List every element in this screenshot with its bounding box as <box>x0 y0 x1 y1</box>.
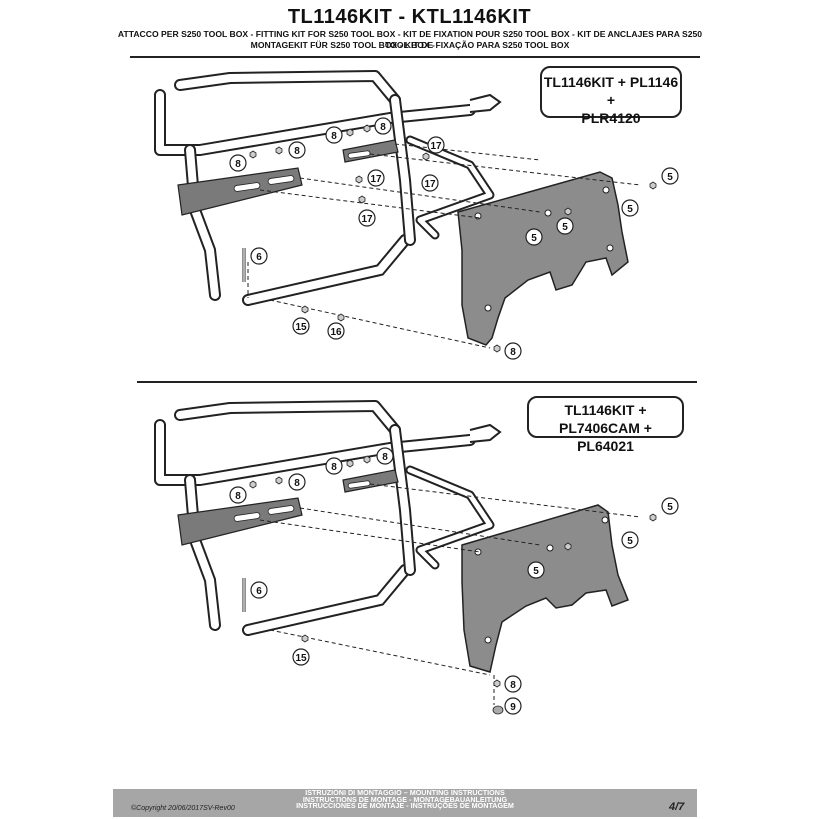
callout-8: 8 <box>504 675 522 693</box>
kit-label-bottom: TL1146KIT + PL7406CAM + PL64021 <box>527 396 684 454</box>
callout-5: 5 <box>525 228 543 246</box>
callout-17: 17 <box>358 209 376 227</box>
callout-9: 9 <box>504 697 522 715</box>
bottom-callouts: 8 8 8 8 8 5 5 5 6 15 8 9 <box>0 0 679 715</box>
svg-text:6: 6 <box>256 586 262 597</box>
footer-line-1: ISTRUZIONI DI MONTAGGIO – MOUNTING INSTR… <box>305 788 505 797</box>
svg-text:5: 5 <box>667 172 673 183</box>
svg-text:8: 8 <box>235 491 241 502</box>
callout-8: 8 <box>0 0 6 3</box>
callout-8: 8 <box>504 342 522 360</box>
top-frame <box>160 76 500 300</box>
top-callouts: 8 8 8 8 8 17 17 17 17 5 5 5 5 6 15 16 <box>229 117 679 360</box>
svg-text:15: 15 <box>295 653 307 664</box>
svg-text:8: 8 <box>331 462 337 473</box>
svg-text:6: 6 <box>256 252 262 263</box>
svg-text:5: 5 <box>627 204 633 215</box>
svg-text:8: 8 <box>294 478 300 489</box>
callout-5: 5 <box>621 531 639 549</box>
section-divider <box>137 381 697 383</box>
callout-17: 17 <box>427 136 445 154</box>
callout-8: 8 <box>376 447 394 465</box>
svg-text:5: 5 <box>667 502 673 513</box>
svg-text:17: 17 <box>424 179 436 190</box>
callout-5: 5 <box>556 217 574 235</box>
svg-text:16: 16 <box>330 327 342 338</box>
top-hardware <box>242 124 657 353</box>
callout-5: 5 <box>661 167 679 185</box>
callout-8: 8 <box>288 141 306 159</box>
callout-6: 6 <box>250 247 268 265</box>
svg-text:8: 8 <box>235 159 241 170</box>
svg-text:5: 5 <box>562 222 568 233</box>
callout-8: 8 <box>229 486 247 504</box>
kit-label-bottom-line2: PL64021 <box>577 438 634 454</box>
svg-text:5: 5 <box>533 566 539 577</box>
footer-instructions: ISTRUZIONI DI MONTAGGIO – MOUNTING INSTR… <box>113 788 697 811</box>
callout-5: 5 <box>527 561 545 579</box>
footer-line-2: INSTRUCTIONS DE MONTAGE - MONTAGEBAUANLE… <box>302 794 508 804</box>
callout-16: 16 <box>327 322 345 340</box>
subtitle-line-1: ATTACCO PER S250 TOOL BOX - FITTING KIT … <box>117 29 703 50</box>
callout-17: 17 <box>421 174 439 192</box>
footer-bar: ISTRUZIONI DI MONTAGGIO – MOUNTING INSTR… <box>113 789 697 817</box>
bottom-hardware <box>242 455 657 715</box>
footer-line-3: INSTRUCCIONES DE MONTAJE - INSTRUÇÕES DE… <box>296 801 514 811</box>
page-number: 4/7 <box>669 801 685 813</box>
svg-text:17: 17 <box>361 214 373 225</box>
page-title: TL1146KIT - KTL1146KIT <box>287 6 532 28</box>
svg-text:17: 17 <box>370 174 382 185</box>
svg-text:8: 8 <box>510 347 516 358</box>
kit-label-top: TL1146KIT + PL1146 + PLR4120 <box>540 66 682 126</box>
bottom-frame <box>160 406 500 630</box>
callout-8: 8 <box>374 117 392 135</box>
svg-text:5: 5 <box>531 233 537 244</box>
svg-text:8: 8 <box>510 680 516 691</box>
callout-8: 8 <box>288 473 306 491</box>
svg-text:8: 8 <box>380 122 386 133</box>
header-divider <box>130 56 700 58</box>
svg-text:9: 9 <box>510 702 516 713</box>
callout-15: 15 <box>292 317 310 335</box>
svg-text:15: 15 <box>295 322 307 333</box>
callout-6: 6 <box>250 581 268 599</box>
callout-5: 5 <box>621 199 639 217</box>
kit-label-bottom-line1: TL1146KIT + PL7406CAM + <box>559 402 652 436</box>
callout-17: 17 <box>367 169 385 187</box>
callout-5: 5 <box>661 497 679 515</box>
subtitle-line-2: MONTAGEKIT FÜR S250 TOOL BOX - KIT DE FI… <box>250 40 570 50</box>
svg-text:8: 8 <box>331 131 337 142</box>
svg-text:17: 17 <box>430 141 442 152</box>
callout-15: 15 <box>292 648 310 666</box>
svg-text:8: 8 <box>382 452 388 463</box>
callout-8: 8 <box>325 126 343 144</box>
kit-label-top-line1: TL1146KIT + PL1146 + <box>543 74 679 108</box>
callout-8: 8 <box>325 457 343 475</box>
kit-label-top-line2: PLR4120 <box>581 110 641 126</box>
svg-text:8: 8 <box>294 146 300 157</box>
callout-8: 8 <box>229 154 247 172</box>
copyright-text: ©Copyright 20/06/2017SV-Rev00 <box>131 805 235 812</box>
svg-text:5: 5 <box>627 536 633 547</box>
